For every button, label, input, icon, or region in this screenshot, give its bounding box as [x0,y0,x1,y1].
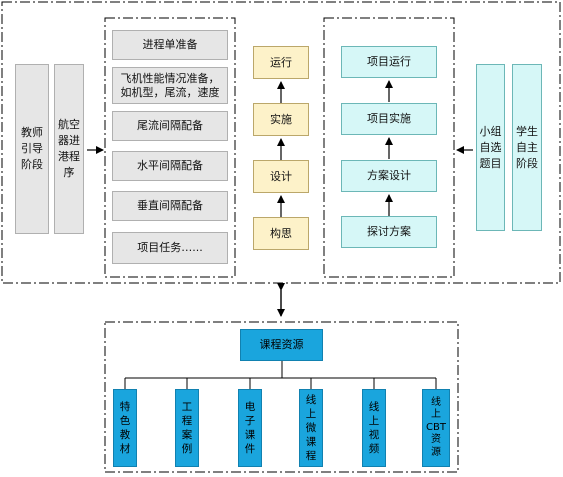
student-stage-label: 学生 自主 阶段 [516,124,538,170]
student-stage-box: 学生 自主 阶段 [512,64,542,231]
task-box-5: 垂直间隔配备 [112,191,228,221]
task-box-4: 水平间隔配备 [112,151,228,181]
cdio-box-2: 实施 [253,103,309,136]
resource-root-box: 课程资源 [240,329,323,361]
resource-label-2: 工 程 案 例 [181,401,193,455]
process-label: 航空 器进 港程 序 [58,118,80,179]
project-box-1: 项目运行 [341,46,437,78]
task-label-5: 垂直间隔配备 [137,199,203,212]
resource-box-6: 线 上 CBT 资 源 [422,389,450,467]
resource-box-3: 电 子 课 件 [238,389,262,467]
resource-box-2: 工 程 案 例 [175,389,199,467]
task-label-3: 尾流间隔配备 [137,119,203,132]
resource-label-3: 电 子 课 件 [244,401,256,455]
cdio-box-3: 设计 [253,160,309,193]
project-label-1: 项目运行 [367,55,411,68]
resource-root-label: 课程资源 [259,338,304,351]
resource-label-1: 特 色 教 材 [119,401,131,455]
teacher-stage-box: 教师 引导 阶段 [15,64,49,234]
project-box-3: 方案设计 [341,160,437,192]
project-label-3: 方案设计 [367,169,411,182]
resource-label-4: 线 上 微 课 程 [305,394,317,462]
resource-label-5: 线 上 视 频 [368,401,380,455]
task-box-3: 尾流间隔配备 [112,111,228,141]
task-label-2: 飞机性能情况准备， 如机型，尾流，速度 [120,71,220,99]
cdio-label-4: 构思 [270,226,292,240]
task-group-frame [104,17,236,278]
task-label-6: 项目任务…... [137,241,203,254]
task-box-1: 进程单准备 [112,30,228,60]
group-topic-box: 小组 自选 题目 [476,64,505,231]
cdio-label-1: 运行 [270,55,292,69]
cdio-label-3: 设计 [270,169,292,183]
task-box-2: 飞机性能情况准备， 如机型，尾流，速度 [112,67,228,104]
cdio-box-4: 构思 [253,217,309,250]
task-box-6: 项目任务…... [112,232,228,264]
resource-box-5: 线 上 视 频 [362,389,386,467]
resource-box-4: 线 上 微 课 程 [299,389,323,467]
cdio-label-2: 实施 [270,112,292,126]
teacher-stage-label: 教师 引导 阶段 [21,126,43,171]
project-box-4: 探讨方案 [341,216,437,248]
task-label-1: 进程单准备 [142,38,198,51]
task-label-4: 水平间隔配备 [137,159,203,172]
resource-frame [104,321,459,473]
project-group-frame [323,17,455,278]
group-topic-label: 小组 自选 题目 [479,124,502,170]
project-label-2: 项目实施 [367,112,411,125]
process-box: 航空 器进 港程 序 [54,64,84,234]
resource-label-6: 线 上 CBT 资 源 [426,396,446,458]
resource-box-1: 特 色 教 材 [113,389,137,467]
cdio-box-1: 运行 [253,46,309,79]
project-box-2: 项目实施 [341,103,437,135]
project-label-4: 探讨方案 [367,225,411,238]
